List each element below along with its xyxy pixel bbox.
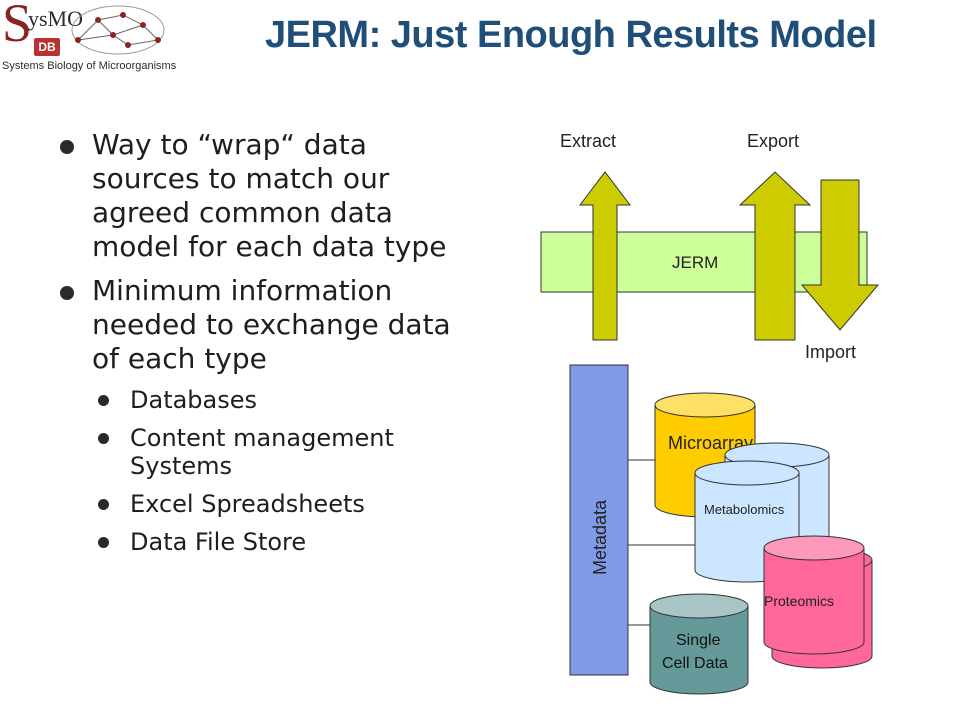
network-graph-icon <box>71 5 165 55</box>
microarray-label: Microarray <box>668 433 753 453</box>
single-cell-label-line1: Single <box>676 632 721 649</box>
sub-bullet-item: Data File Store <box>60 528 480 556</box>
jerm-label: JERM <box>672 253 718 272</box>
bullet-text: Data File Store <box>130 528 307 556</box>
bullet-item: Minimum information needed to exchange d… <box>60 274 480 376</box>
logo-db-badge: DB <box>34 38 60 56</box>
bullet-item: Way to “wrap“ data sources to match our … <box>60 128 480 264</box>
export-label: Export <box>747 131 799 151</box>
sysmo-logo: S ysMO DB Systems Biology of Microorgani… <box>0 0 176 80</box>
sub-bullet-item: Databases <box>60 386 480 414</box>
export-arrow <box>738 171 812 341</box>
import-label: Import <box>805 342 856 362</box>
bullet-dot-icon <box>98 499 109 510</box>
metadata-label: Metadata <box>590 499 610 575</box>
logo-letter: S <box>2 0 33 53</box>
bullet-dot-icon <box>60 286 74 300</box>
logo-subtitle: Systems Biology of Microorganisms <box>2 60 177 72</box>
single-cell-label-line2: Cell Data <box>662 655 728 672</box>
bullet-dot-icon <box>98 537 109 548</box>
import-arrow <box>800 179 880 331</box>
bullet-list: Way to “wrap“ data sources to match our … <box>60 128 480 566</box>
bullet-dot-icon <box>98 433 109 444</box>
proteomics-cylinder <box>763 535 865 655</box>
metadata-bar <box>569 364 629 676</box>
sub-bullet-item: Excel Spreadsheets <box>60 490 480 518</box>
bullet-text: Minimum information needed to exchange d… <box>92 274 451 375</box>
extract-arrow <box>578 171 632 341</box>
sub-bullet-item: Content management Systems <box>60 424 480 480</box>
bullet-text: Databases <box>130 386 258 414</box>
single-cell-cylinder <box>649 593 749 695</box>
logo-text: ysMO <box>28 6 84 31</box>
slide-title: JERM: Just Enough Results Model <box>265 14 877 56</box>
bullet-text: Excel Spreadsheets <box>130 490 365 518</box>
bullet-dot-icon <box>60 140 74 154</box>
bullet-text: Way to “wrap“ data sources to match our … <box>92 128 447 263</box>
extract-label: Extract <box>560 131 616 151</box>
metabolomics-label: Metabolomics <box>704 502 785 517</box>
proteomics-label: Proteomics <box>764 593 834 609</box>
bullet-text: Content management Systems <box>130 424 394 480</box>
bullet-dot-icon <box>98 395 109 406</box>
